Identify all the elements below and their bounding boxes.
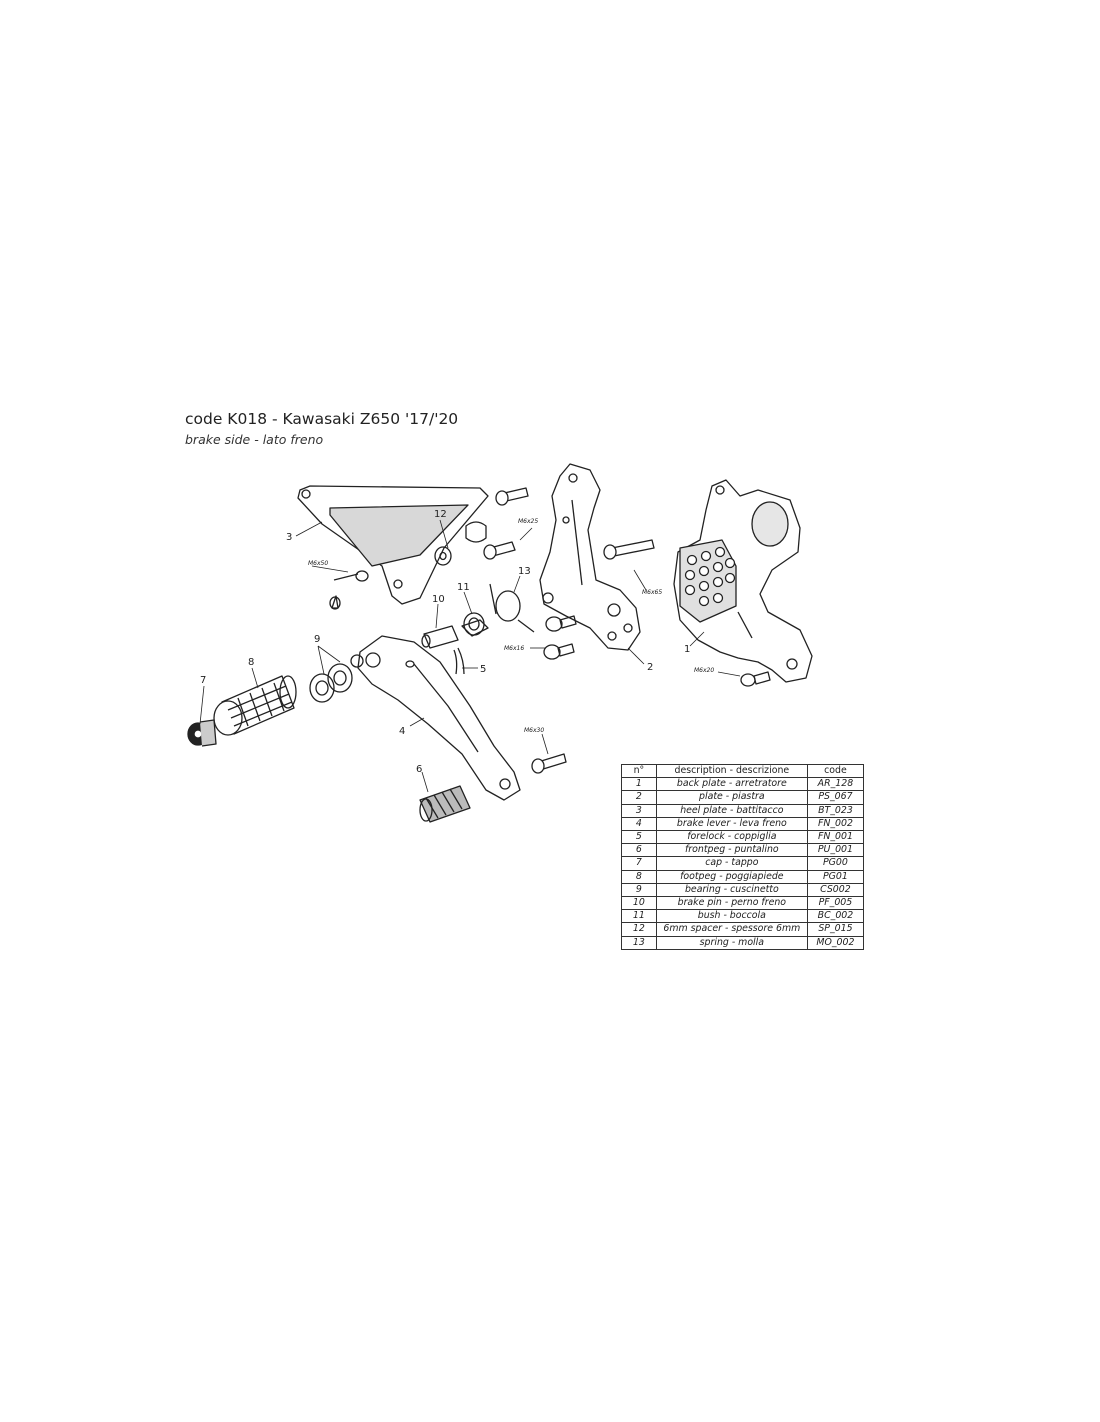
row-description: heel plate - battitacco [655,803,808,818]
row-number: 5 [621,830,657,845]
bolt-label-m6x20: M6x20 [694,667,714,674]
row-description: brake pin - perno freno [655,896,808,911]
row-number: 12 [621,922,657,937]
column-header-code: code [806,763,865,779]
row-number: 4 [621,816,657,832]
row-description: frontpeg - puntalino [655,843,808,858]
callout-10: 10 [432,594,445,605]
callout-1: 1 [684,644,690,655]
row-number: 6 [621,843,657,858]
page-subtitle: brake side - lato freno [185,432,324,447]
row-code: PG01 [806,869,865,884]
row-number: 3 [621,803,657,818]
callout-13: 13 [518,566,531,577]
row-code: SP_015 [806,922,865,937]
row-code: PS_067 [806,790,865,805]
plate-part [539,463,655,660]
callout-5: 5 [480,664,486,675]
callout-2: 2 [647,662,653,673]
row-code: PF_005 [806,896,865,911]
row-description: bearing - cuscinetto [655,882,808,898]
callout-8: 8 [248,657,254,668]
row-number: 7 [621,856,657,871]
row-code: FN_002 [806,816,865,832]
callout-6: 6 [416,764,422,775]
row-description: footpeg - poggiapiede [655,869,808,884]
bolt-label-m6x16: M6x16 [504,645,524,652]
row-number: 2 [621,790,657,805]
row-description: bush - boccola [655,909,808,924]
brake-lever-part [357,635,567,801]
spacer-part [329,487,529,610]
callout-3: 3 [286,532,292,543]
row-description: back plate - arretratore [655,777,808,792]
row-code: PU_001 [806,843,865,858]
row-code: MO_002 [806,935,865,950]
row-code: BT_023 [806,803,865,818]
row-number: 13 [621,935,657,950]
back-plate-part [673,479,813,687]
row-code: CS002 [806,882,865,898]
callout-4: 4 [399,726,405,737]
bearing-part [309,654,364,703]
row-description: plate - piastra [655,790,808,805]
brake-pin-part [421,583,535,675]
row-description: cap - tappo [655,856,808,871]
row-code: PG00 [806,856,865,871]
bolt-label-m6x65: M6x65 [642,589,662,596]
bolt-label-m6x30: M6x30 [524,727,544,734]
frontpeg-part [419,785,471,823]
row-number: 10 [621,896,657,911]
row-number: 9 [621,882,657,898]
row-description: brake lever - leva freno [655,816,808,832]
row-description: spring - molla [655,935,808,950]
row-code: AR_128 [806,777,865,792]
callout-9: 9 [314,634,320,645]
row-number: 11 [621,909,657,924]
column-header-description: description - descrizione [655,763,808,779]
table-header-row: n° description - descrizione code [621,763,865,779]
column-header-number: n° [621,763,657,779]
page-title: code K018 - Kawasaki Z650 '17/'20 [185,410,459,428]
callout-7: 7 [200,675,206,686]
callout-12: 12 [434,509,447,520]
row-description: 6mm spacer - spessore 6mm [655,922,808,937]
row-description: forelock - coppiglia [655,830,808,845]
row-code: BC_002 [806,909,865,924]
bolt-label-m6x50: M6x50 [308,560,328,567]
heel-plate-part [297,485,489,605]
row-number: 1 [621,777,657,792]
callout-11: 11 [457,582,470,593]
footpeg-part [213,675,297,736]
bolt-label-m6x25: M6x25 [518,518,538,525]
row-code: FN_001 [806,830,865,845]
row-number: 8 [621,869,657,884]
cap-part [187,719,217,747]
